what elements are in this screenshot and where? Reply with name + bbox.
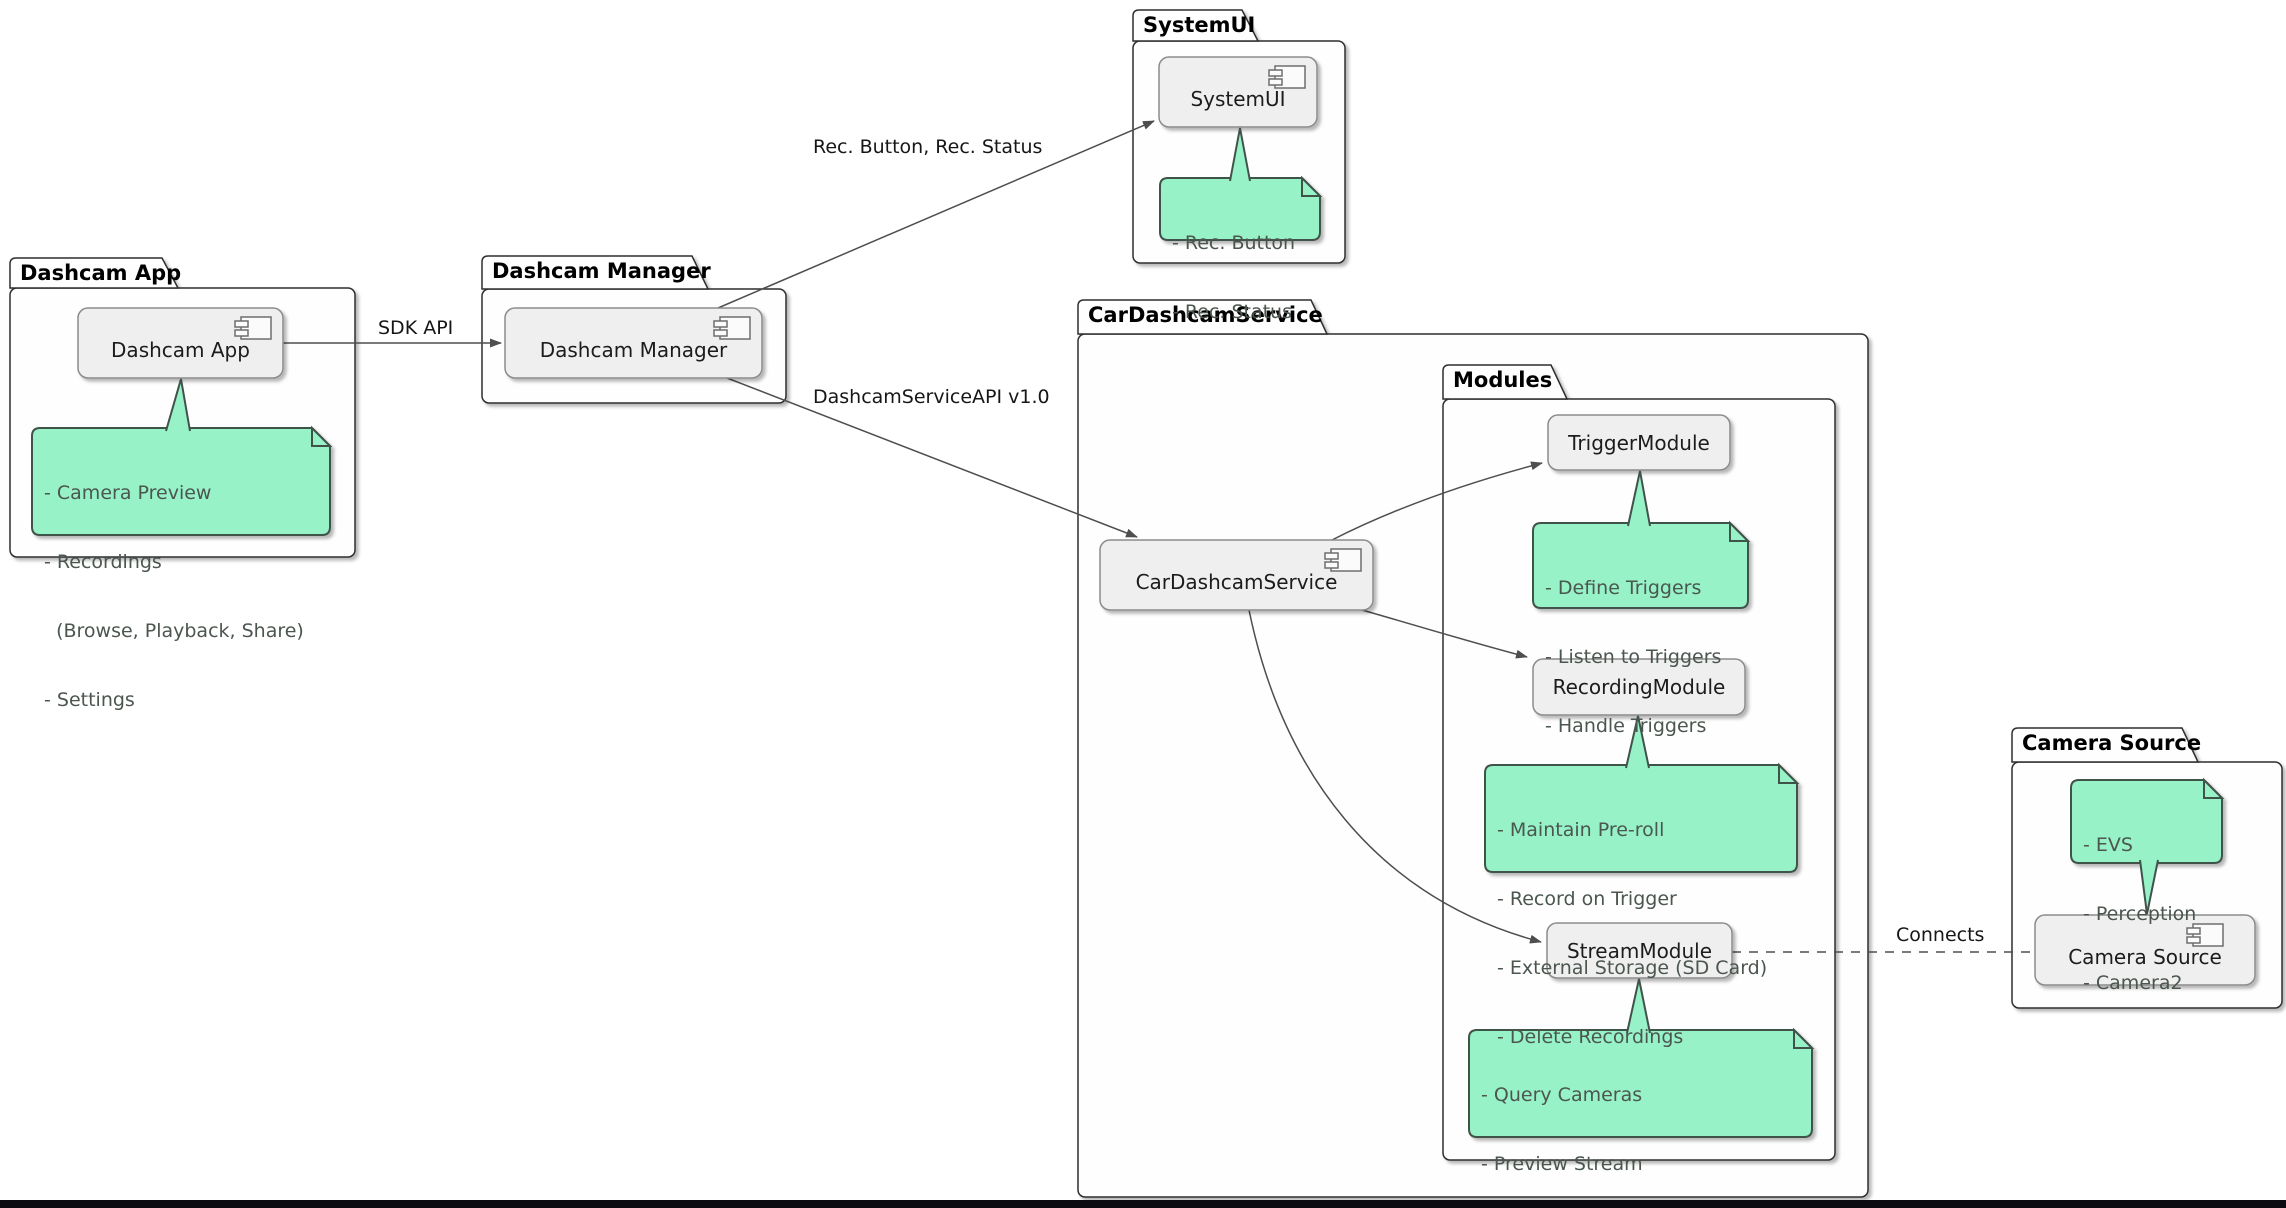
note-line: - Rec. Status <box>1172 301 1293 323</box>
note-dashcam-app <box>31 425 333 536</box>
component-label-camera-source: Camera Source <box>2068 944 2222 969</box>
edge-rec-button-status <box>717 120 1155 309</box>
note-line: - Handle Triggers <box>1545 715 1707 737</box>
bottom-bar <box>0 1200 2286 1208</box>
note-line: - Define Triggers <box>1545 577 1702 599</box>
edge-label-rec-button-status: Rec. Button, Rec. Status <box>813 136 1043 158</box>
note-text-dashcam-app: - Camera Preview - Recordings (Browse, P… <box>32 428 330 735</box>
edge-label-connects: Connects <box>1896 924 1985 946</box>
component-icon <box>713 316 751 340</box>
note-line: - Camera2 <box>2083 972 2183 994</box>
note-line: - Delete Recordings <box>1497 1026 1684 1048</box>
note-line: - Rec. Button <box>1172 232 1296 254</box>
component-label-triggermodule: TriggerModule <box>1568 430 1710 455</box>
note-line: - External Storage (SD Card) <box>1497 957 1768 979</box>
note-text-systemui: - Rec. Button - Rec. Status <box>1160 178 1320 347</box>
edge-label-dashcamserviceapi: DashcamServiceAPI v1.0 <box>813 386 1050 408</box>
note-pointer <box>1627 470 1651 527</box>
note-line: - Preview Stream <box>1481 1153 1643 1175</box>
note-text-camera-source: - EVS - Perception - Camera2 <box>2071 780 2222 1018</box>
note-stream <box>1468 1027 1815 1138</box>
package-title-dashcam-app: Dashcam App <box>20 261 182 285</box>
package-title-modules: Modules <box>1453 368 1553 392</box>
note-pointer <box>1626 978 1651 1034</box>
component-dashcam-app <box>77 307 284 379</box>
edge-to-triggermodule <box>1331 461 1543 541</box>
note-pointer <box>2139 859 2159 915</box>
component-recordingmodule <box>1532 658 1746 716</box>
component-cardashcamservice <box>1099 539 1374 611</box>
component-icon <box>2186 923 2224 947</box>
note-line: - Record on Trigger <box>1497 888 1677 910</box>
note-systemui <box>1159 175 1323 241</box>
package-title-dashcam-manager: Dashcam Manager <box>492 259 711 283</box>
component-label-dashcam-app: Dashcam App <box>111 337 250 362</box>
component-icon <box>1324 548 1362 572</box>
note-line: - EVS <box>2083 834 2133 856</box>
note-line: - Query Cameras <box>1481 1084 1643 1106</box>
note-trigger <box>1532 520 1751 609</box>
note-line: - Maintain Pre-roll <box>1497 819 1665 841</box>
note-text-stream: - Query Cameras - Preview Stream - Snaps… <box>1469 1030 1812 1208</box>
component-label-cardashcamservice: CarDashcamService <box>1135 569 1338 594</box>
component-icon <box>234 316 272 340</box>
note-line: - Camera Preview <box>44 482 212 504</box>
note-text-trigger: - Define Triggers - Listen to Triggers -… <box>1533 523 1748 761</box>
component-label-dashcam-manager: Dashcam Manager <box>539 337 728 362</box>
note-recording <box>1484 762 1800 873</box>
package-title-cardashcamservice: CarDashcamService <box>1088 303 1323 327</box>
note-line: (Browse, Playback, Share) <box>44 620 304 642</box>
component-icon <box>1268 65 1306 89</box>
component-label-streammodule: StreamModule <box>1566 938 1713 963</box>
note-pointer <box>1229 127 1251 182</box>
note-pointer <box>165 378 191 432</box>
edge-to-streammodule <box>1248 609 1542 944</box>
package-title-systemui: SystemUI <box>1143 13 1256 37</box>
component-label-recordingmodule: RecordingModule <box>1552 675 1726 699</box>
note-line: - Listen to Triggers <box>1545 646 1722 668</box>
component-streammodule <box>1546 922 1733 979</box>
note-camera-source <box>2070 777 2225 864</box>
note-pointer <box>1625 715 1650 769</box>
component-triggermodule <box>1547 414 1731 471</box>
note-line: - Recordings <box>44 551 162 573</box>
package-title-camera-source: Camera Source <box>2022 731 2202 755</box>
component-label-systemui: SystemUI <box>1190 86 1286 111</box>
edge-to-recordingmodule <box>1361 609 1528 659</box>
note-line: - Settings <box>44 689 135 711</box>
edge-label-sdk-api: SDK API <box>378 317 454 339</box>
note-line: - Perception <box>2083 903 2197 925</box>
edge-dashcamserviceapi <box>726 377 1138 538</box>
component-dashcam-manager <box>504 307 763 379</box>
note-text-recording: - Maintain Pre-roll - Record on Trigger … <box>1485 765 1797 1072</box>
